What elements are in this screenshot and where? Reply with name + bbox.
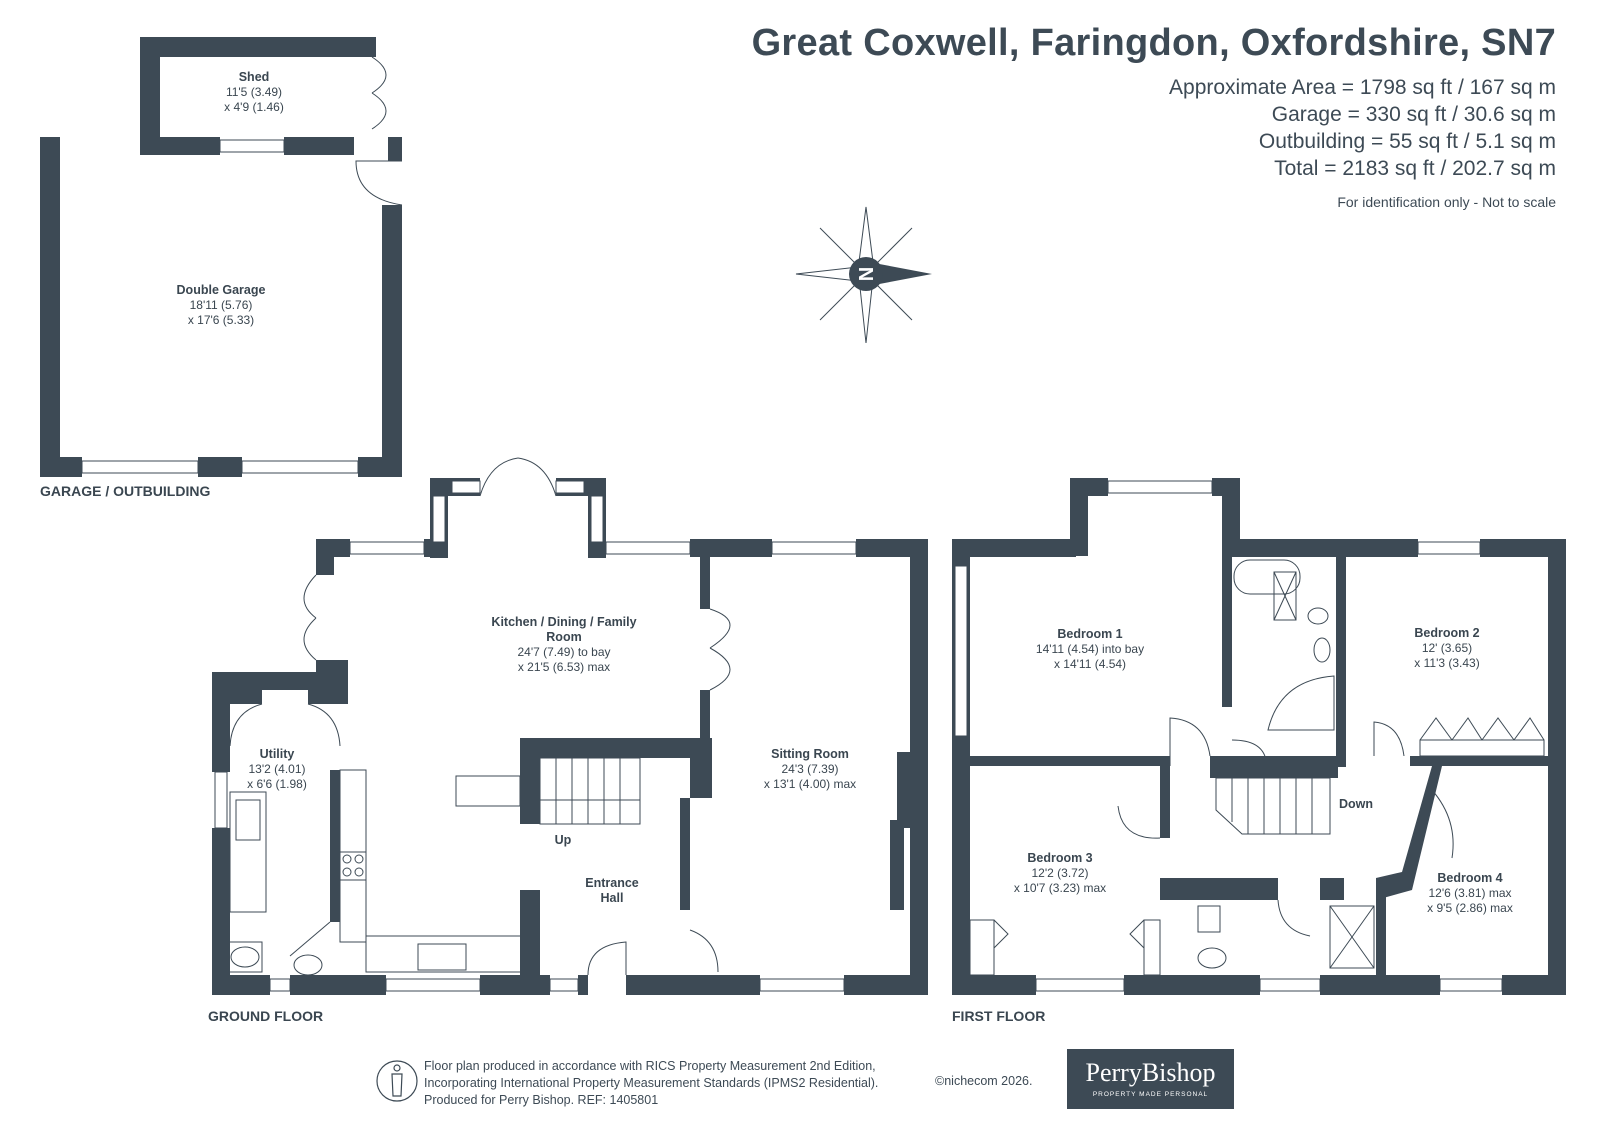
shed-dimension-1: 11'5 (3.49) bbox=[226, 85, 282, 99]
logo-name: PerryBishop bbox=[1085, 1058, 1216, 1087]
garage-outbuilding-plan: Shed 11'5 (3.49) x 4'9 (1.46) Double Gar… bbox=[40, 37, 403, 499]
shed-name: Shed bbox=[239, 70, 270, 84]
utility-name: Utility bbox=[260, 747, 295, 761]
bedroom-2-name: Bedroom 2 bbox=[1414, 626, 1479, 640]
bedroom-2-dimension-1: 12' (3.65) bbox=[1422, 641, 1472, 655]
bedroom-4-name: Bedroom 4 bbox=[1437, 871, 1502, 885]
first-floor-plan: Bedroom 1 14'11 (4.54) into bay x 14'11 … bbox=[952, 478, 1566, 1024]
sitting-room-dimension-1: 24'3 (7.39) bbox=[782, 762, 839, 776]
garage-dimension-1: 18'11 (5.76) bbox=[190, 298, 253, 312]
agency-logo: PerryBishop PROPERTY MADE PERSONAL bbox=[1067, 1049, 1234, 1109]
garage-name: Double Garage bbox=[177, 283, 266, 297]
garage-dimension-2: x 17'6 (5.33) bbox=[188, 313, 254, 327]
ground-floor-label: GROUND FLOOR bbox=[208, 1008, 323, 1024]
approximate-area: Approximate Area = 1798 sq ft / 167 sq m bbox=[1169, 76, 1556, 99]
compass-icon: N bbox=[795, 206, 932, 344]
bedroom-3-dimension-2: x 10'7 (3.23) max bbox=[1014, 881, 1106, 895]
bedroom-1-name: Bedroom 1 bbox=[1057, 627, 1122, 641]
copyright: ©nichecom 2026. bbox=[935, 1074, 1033, 1088]
footer-notes: Floor plan produced in accordance with R… bbox=[424, 1058, 878, 1109]
entrance-hall-name-1: Entrance bbox=[585, 876, 639, 890]
bedroom-2-dimension-2: x 11'3 (3.43) bbox=[1414, 656, 1479, 670]
footer-line-3: Produced for Perry Bishop. REF: 1405801 bbox=[424, 1093, 659, 1107]
bedroom-4-dimension-1: 12'6 (3.81) max bbox=[1429, 886, 1512, 900]
garage-area: Garage = 330 sq ft / 30.6 sq m bbox=[1271, 103, 1556, 126]
sitting-room-dimension-2: x 13'1 (4.00) max bbox=[764, 777, 856, 791]
bedroom-4-dimension-2: x 9'5 (2.86) max bbox=[1427, 901, 1513, 915]
utility-dimension-2: x 6'6 (1.98) bbox=[247, 777, 307, 791]
footer-line-1: Floor plan produced in accordance with R… bbox=[424, 1059, 876, 1073]
entrance-hall-name-2: Hall bbox=[601, 891, 624, 905]
stairs-down-label: Down bbox=[1339, 797, 1373, 811]
footer-line-2: Incorporating International Property Mea… bbox=[424, 1076, 879, 1090]
first-floor-label: FIRST FLOOR bbox=[952, 1008, 1045, 1024]
outbuilding-area: Outbuilding = 55 sq ft / 5.1 sq m bbox=[1258, 130, 1556, 153]
bedroom-1-dimension-2: x 14'11 (4.54) bbox=[1054, 657, 1126, 671]
utility-dimension-1: 13'2 (4.01) bbox=[249, 762, 306, 776]
scale-note: For identification only - Not to scale bbox=[1337, 194, 1556, 210]
kitchen-dimension-2: x 21'5 (6.53) max bbox=[518, 660, 610, 674]
garage-floor-label: GARAGE / OUTBUILDING bbox=[40, 483, 210, 499]
logo-tagline: PROPERTY MADE PERSONAL bbox=[1092, 1091, 1209, 1098]
shed-dimension-2: x 4'9 (1.46) bbox=[224, 100, 284, 114]
measurement-person-icon bbox=[376, 1060, 418, 1102]
bedroom-3-name: Bedroom 3 bbox=[1027, 851, 1092, 865]
ground-floor-plan: Kitchen / Dining / Family Room 24'7 (7.4… bbox=[208, 457, 928, 1024]
stairs-up-label: Up bbox=[555, 833, 572, 847]
compass-letter: N bbox=[856, 267, 878, 281]
sitting-room-name: Sitting Room bbox=[771, 747, 849, 761]
kitchen-name-1: Kitchen / Dining / Family bbox=[491, 615, 636, 629]
total-area: Total = 2183 sq ft / 202.7 sq m bbox=[1274, 157, 1556, 180]
bedroom-1-dimension-1: 14'11 (4.54) into bay bbox=[1036, 642, 1144, 656]
property-title: Great Coxwell, Faringdon, Oxfordshire, S… bbox=[751, 22, 1556, 64]
kitchen-dimension-1: 24'7 (7.49) to bay bbox=[517, 645, 610, 659]
bedroom-3-dimension-1: 12'2 (3.72) bbox=[1032, 866, 1089, 880]
kitchen-name-2: Room bbox=[546, 630, 581, 644]
